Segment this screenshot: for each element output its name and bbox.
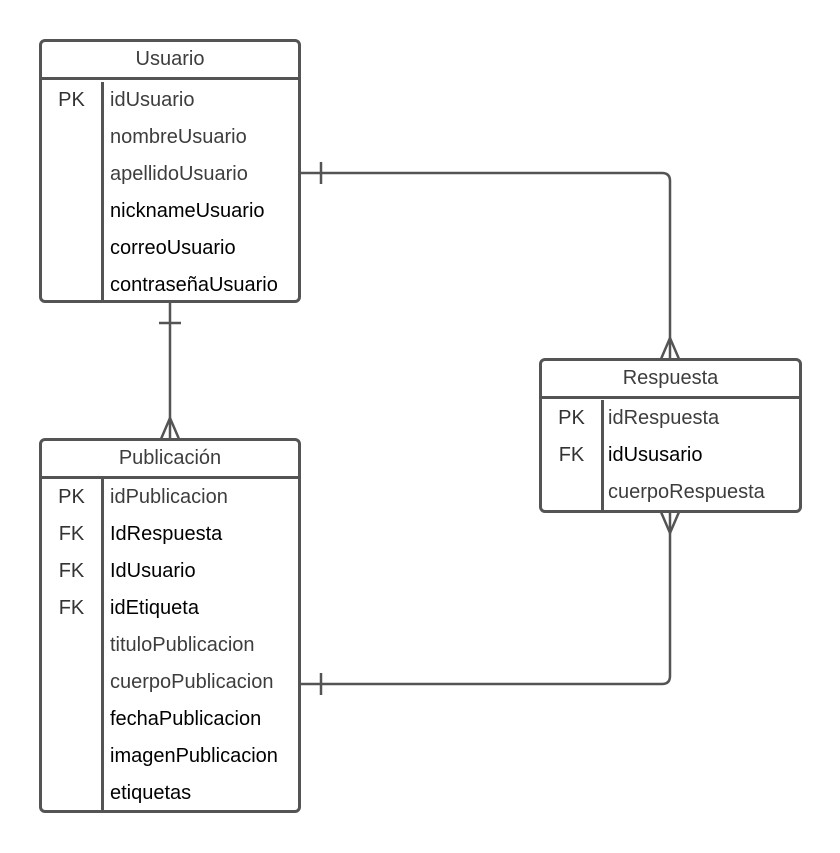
field-label: apellidoUsuario: [110, 163, 248, 185]
field-label: cuerpoRespuesta: [608, 481, 765, 503]
table-row: imagenPublicacion: [42, 738, 298, 775]
entity-respuesta[interactable]: Respuesta PK idRespuesta FK idUsusario c…: [539, 358, 802, 513]
rel-publicacion-respuesta-line: [300, 512, 672, 686]
table-row: FK IdRespuesta: [42, 516, 298, 553]
field-label: nicknameUsuario: [110, 200, 265, 222]
key-label: FK: [58, 523, 85, 545]
field-label: etiquetas: [110, 782, 192, 804]
entity-title: Publicación: [42, 441, 298, 479]
table-row: cuerpoPublicacion: [42, 664, 298, 701]
table-row: tituloPublicacion: [42, 627, 298, 664]
key-label: PK: [58, 89, 85, 111]
field-label: nombreUsuario: [110, 126, 247, 148]
field-label: idRespuesta: [608, 407, 720, 429]
table-row: etiquetas: [42, 775, 298, 810]
field-label: IdRespuesta: [110, 523, 223, 545]
table-row: contraseñaUsuario: [42, 267, 298, 300]
field-label: fechaPublicacion: [110, 708, 262, 730]
entity-usuario[interactable]: Usuario PK idUsuario nombreUsuario apell…: [39, 39, 301, 303]
field-label: IdUsuario: [110, 560, 196, 582]
rel-respuesta-many-mark-2: [659, 511, 681, 537]
field-label: idUsusario: [608, 444, 703, 466]
entity-publicacion[interactable]: Publicación PK idPublicacion FK IdRespue…: [39, 438, 301, 813]
field-label: imagenPublicacion: [110, 745, 278, 767]
key-label: FK: [558, 444, 585, 466]
table-row: FK idUsusario: [542, 437, 799, 474]
field-label: tituloPublicacion: [110, 634, 255, 656]
key-label: PK: [58, 486, 85, 508]
field-label: correoUsuario: [110, 237, 236, 259]
table-row: nombreUsuario: [42, 119, 298, 156]
key-label: FK: [58, 597, 85, 619]
field-label: cuerpoPublicacion: [110, 671, 274, 693]
field-label: idEtiqueta: [110, 597, 199, 619]
field-label: idPublicacion: [110, 486, 228, 508]
table-row: fechaPublicacion: [42, 701, 298, 738]
entity-title: Respuesta: [542, 361, 799, 399]
table-row: FK IdUsuario: [42, 553, 298, 590]
rel-publicacion-many-mark: [159, 414, 181, 440]
key-label: PK: [558, 407, 585, 429]
table-row: FK idEtiqueta: [42, 590, 298, 627]
field-label: contraseñaUsuario: [110, 274, 278, 296]
key-label: FK: [58, 560, 85, 582]
table-row: apellidoUsuario: [42, 156, 298, 193]
table-row: cuerpoRespuesta: [542, 474, 799, 510]
table-row: PK idRespuesta: [542, 400, 799, 437]
table-row: correoUsuario: [42, 230, 298, 267]
field-label: idUsuario: [110, 89, 195, 111]
rel-respuesta-many-mark: [659, 334, 681, 360]
entity-title: Usuario: [42, 42, 298, 80]
table-row: nicknameUsuario: [42, 193, 298, 230]
rel-usuario-respuesta-line: [300, 171, 672, 359]
table-row: PK idUsuario: [42, 82, 298, 119]
table-row: PK idPublicacion: [42, 479, 298, 516]
